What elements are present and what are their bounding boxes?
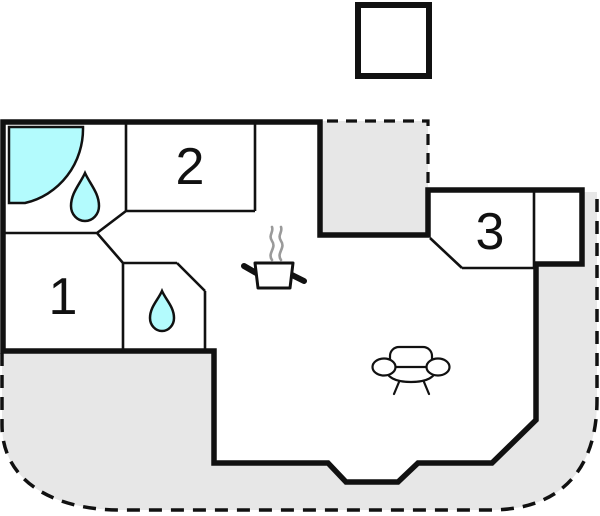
pot-body — [253, 261, 295, 290]
room-label-1: 1 — [49, 268, 78, 326]
terrace-dashed-border — [0, 192, 599, 512]
sofa-arm-left — [371, 357, 397, 377]
sofa-legs — [392, 380, 431, 396]
outbuilding-square — [355, 2, 432, 79]
sofa-arm-right — [425, 357, 451, 377]
steam-icon — [278, 225, 284, 262]
shower-icon — [7, 125, 85, 205]
room-label-2: 2 — [176, 138, 205, 196]
steam-icon — [269, 225, 275, 262]
cooking-pot-icon — [241, 225, 307, 290]
water-drop-icon — [69, 169, 101, 223]
terrace-upper-dashed-border — [327, 119, 430, 188]
sofa-icon — [371, 345, 451, 396]
room-label-3: 3 — [476, 203, 505, 261]
terrace-upper-area — [320, 121, 428, 236]
interior-walls — [3, 122, 536, 351]
water-drop-icon — [148, 287, 176, 333]
